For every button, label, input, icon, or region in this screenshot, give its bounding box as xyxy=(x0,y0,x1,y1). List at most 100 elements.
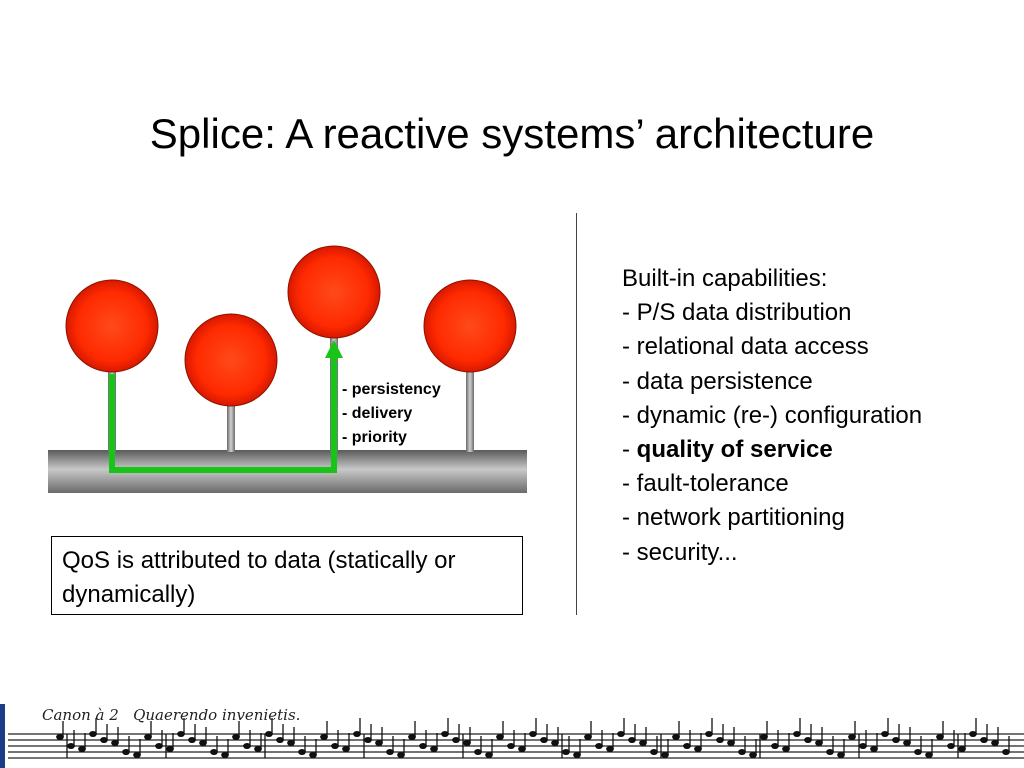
music-note xyxy=(89,730,97,738)
music-note xyxy=(221,751,229,759)
music-note xyxy=(507,742,515,750)
node-3 xyxy=(287,245,381,339)
music-note xyxy=(848,733,856,741)
music-note xyxy=(969,730,977,738)
capability-item: - relational data access xyxy=(622,333,869,361)
music-note xyxy=(155,742,163,750)
music-note xyxy=(859,742,867,750)
node-stem-2 xyxy=(227,404,235,452)
music-note xyxy=(925,751,933,759)
music-note xyxy=(606,745,614,753)
music-caption: Canon à 2 Quaerendo invenietis. xyxy=(42,706,301,724)
music-note xyxy=(936,733,944,741)
data-flow-path xyxy=(109,356,337,473)
node-4 xyxy=(423,279,517,373)
qos-label-priority: - priority xyxy=(342,429,407,446)
music-note xyxy=(166,745,174,753)
music-note xyxy=(771,742,779,750)
music-note xyxy=(958,745,966,753)
music-note xyxy=(364,736,372,744)
capability-item: - dynamic (re-) configuration xyxy=(622,401,923,429)
capability-item-highlighted: - quality of service xyxy=(622,436,833,464)
music-note xyxy=(78,745,86,753)
music-note xyxy=(914,748,922,756)
music-note xyxy=(309,751,317,759)
music-note xyxy=(870,745,878,753)
music-note xyxy=(738,748,746,756)
data-flow-arrowhead xyxy=(325,340,343,358)
music-note xyxy=(463,739,471,747)
music-note xyxy=(133,751,141,759)
music-note xyxy=(881,730,889,738)
music-note xyxy=(177,730,185,738)
music-note xyxy=(353,730,361,738)
capability-item: - P/S data distribution xyxy=(622,299,852,327)
music-note xyxy=(760,733,768,741)
node-1 xyxy=(65,279,159,373)
music-note xyxy=(947,742,955,750)
music-note xyxy=(837,751,845,759)
music-note xyxy=(826,748,834,756)
music-note xyxy=(749,751,757,759)
music-note xyxy=(122,748,130,756)
capability-item: - data persistence xyxy=(622,367,813,395)
node-2 xyxy=(184,313,278,407)
music-note xyxy=(782,745,790,753)
music-note xyxy=(672,733,680,741)
column-divider xyxy=(576,213,577,615)
music-note xyxy=(243,742,251,750)
music-note xyxy=(441,730,449,738)
music-note xyxy=(67,742,75,750)
music-note xyxy=(628,736,636,744)
music-note xyxy=(111,739,119,747)
music-note xyxy=(474,748,482,756)
qos-label-persistency: - persistency xyxy=(342,381,441,398)
music-note xyxy=(210,748,218,756)
music-note xyxy=(485,751,493,759)
music-note xyxy=(397,751,405,759)
music-note xyxy=(639,739,647,747)
music-note xyxy=(320,733,328,741)
music-note xyxy=(56,733,64,741)
capabilities-heading: Built-in capabilities: xyxy=(622,265,828,292)
music-note xyxy=(892,736,900,744)
music-note xyxy=(188,736,196,744)
qos-attribute-list: - persistency - delivery - priority xyxy=(342,378,441,450)
music-note xyxy=(793,730,801,738)
music-notes xyxy=(56,718,1010,759)
music-note xyxy=(584,733,592,741)
qos-note-box: QoS is attributed to data (statically or… xyxy=(51,536,523,615)
music-note xyxy=(287,739,295,747)
music-note xyxy=(298,748,306,756)
music-note xyxy=(408,733,416,741)
music-note xyxy=(683,742,691,750)
music-note xyxy=(419,742,427,750)
music-note xyxy=(331,742,339,750)
music-note xyxy=(551,739,559,747)
music-note xyxy=(716,736,724,744)
music-note xyxy=(199,739,207,747)
capability-item: - fault-tolerance xyxy=(622,470,789,498)
architecture-diagram xyxy=(48,245,527,493)
music-note xyxy=(804,736,812,744)
music-note xyxy=(342,745,350,753)
music-note xyxy=(661,751,669,759)
music-note xyxy=(727,739,735,747)
music-note xyxy=(254,745,262,753)
music-note xyxy=(650,748,658,756)
music-note xyxy=(617,730,625,738)
node-stem-4 xyxy=(466,370,474,452)
music-note xyxy=(694,745,702,753)
music-note xyxy=(232,733,240,741)
music-note xyxy=(573,751,581,759)
music-note xyxy=(430,745,438,753)
music-note xyxy=(518,745,526,753)
music-note xyxy=(144,733,152,741)
sheet-music-footer xyxy=(0,704,1024,768)
music-note xyxy=(375,739,383,747)
capabilities-list: Built-in capabilities: - P/S data distri… xyxy=(622,262,922,570)
slide-title: Splice: A reactive systems’ architecture xyxy=(149,110,875,157)
music-note xyxy=(540,736,548,744)
music-note xyxy=(595,742,603,750)
music-note xyxy=(815,739,823,747)
